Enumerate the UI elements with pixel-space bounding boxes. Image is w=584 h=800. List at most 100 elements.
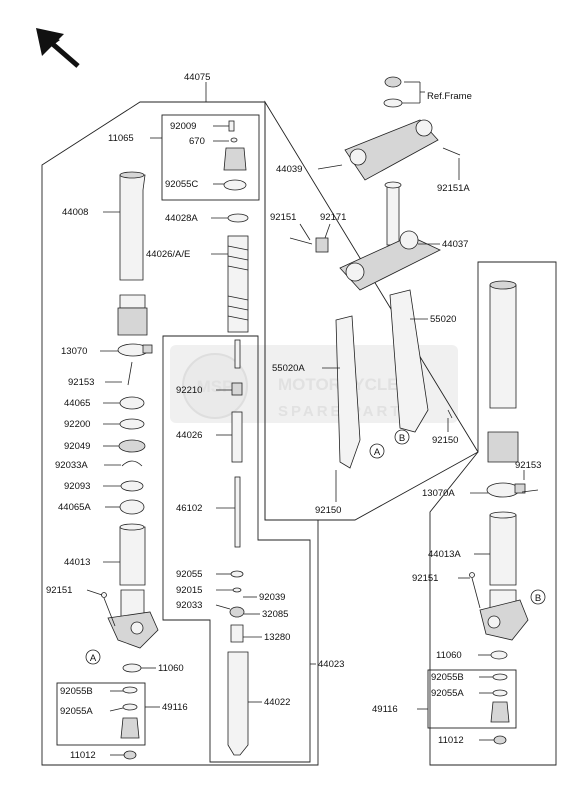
part-label-92009[interactable]: 92009 bbox=[170, 121, 196, 132]
part-label-92015[interactable]: 92015 bbox=[176, 585, 202, 596]
part-label-92055a-right[interactable]: 92055A bbox=[431, 688, 464, 699]
cartridge-kit-box-left bbox=[56, 682, 146, 746]
part-label-11012-right[interactable]: 11012 bbox=[438, 735, 464, 746]
lower-triple-clamp bbox=[339, 230, 441, 291]
part-label-32085[interactable]: 32085 bbox=[262, 609, 288, 620]
cap-group-box bbox=[161, 114, 260, 201]
guide-bush-lower bbox=[119, 499, 145, 515]
drain-bolt-left bbox=[123, 750, 137, 760]
washer-92200 bbox=[119, 418, 145, 430]
part-label-55020[interactable]: 55020 bbox=[430, 314, 456, 325]
part-label-44023[interactable]: 44023 bbox=[318, 659, 344, 670]
part-label-92055a-left[interactable]: 92055A bbox=[60, 706, 93, 717]
part-label-11012-left[interactable]: 11012 bbox=[70, 750, 96, 761]
outer-tube-left bbox=[117, 171, 148, 336]
part-label-55020a[interactable]: 55020A bbox=[272, 363, 305, 374]
callout-b-mid: B bbox=[394, 429, 410, 445]
callout-a-left: A bbox=[85, 649, 101, 665]
part-label-44039[interactable]: 44039 bbox=[276, 164, 302, 175]
fork-spring bbox=[227, 235, 249, 333]
fork-guard-55020a bbox=[335, 315, 361, 469]
part-label-92150-bottom[interactable]: 92150 bbox=[315, 505, 341, 516]
svg-text:A: A bbox=[374, 447, 381, 458]
part-label-44013[interactable]: 44013 bbox=[64, 557, 90, 568]
part-label-49116-left[interactable]: 49116 bbox=[162, 702, 188, 713]
damper-group-outline bbox=[162, 335, 311, 763]
base-valve-left bbox=[120, 717, 140, 739]
axle-holder-right bbox=[479, 599, 529, 641]
part-label-92171[interactable]: 92171 bbox=[320, 212, 346, 223]
part-label-44065[interactable]: 44065 bbox=[64, 398, 90, 409]
part-label-11060-left[interactable]: 11060 bbox=[158, 663, 184, 674]
part-label-49116-right[interactable]: 49116 bbox=[372, 704, 398, 715]
o-ring-11060-left bbox=[122, 663, 142, 673]
steering-stem bbox=[384, 181, 402, 246]
dust-seal-92093 bbox=[120, 480, 144, 492]
cartridge-kit-box-right bbox=[427, 669, 517, 729]
part-label-92151-right[interactable]: 92151 bbox=[412, 573, 438, 584]
part-label-44065a[interactable]: 44065A bbox=[58, 502, 91, 513]
part-label-44075[interactable]: 44075 bbox=[184, 72, 210, 83]
svg-text:A: A bbox=[90, 653, 97, 664]
part-label-92210[interactable]: 92210 bbox=[176, 385, 202, 396]
watermark-logo: MSP bbox=[197, 377, 234, 396]
spring-seat-44028a bbox=[227, 213, 249, 223]
fork-guard-55020 bbox=[389, 289, 429, 433]
part-label-46102[interactable]: 46102 bbox=[176, 503, 202, 514]
direction-arrow-icon bbox=[36, 28, 80, 68]
snap-ring-92033a bbox=[121, 460, 143, 467]
part-label-11065[interactable]: 11065 bbox=[108, 133, 134, 144]
part-label-92151a[interactable]: 92151A bbox=[437, 183, 470, 194]
part-label-92055b-left[interactable]: 92055B bbox=[60, 686, 93, 697]
part-label-11060-right[interactable]: 11060 bbox=[436, 650, 462, 661]
outer-tube-right bbox=[487, 280, 519, 463]
oil-seal-92049 bbox=[118, 439, 146, 453]
part-label-44026-a-e[interactable]: 44026/A/E bbox=[146, 249, 190, 260]
callout-a-mid: A bbox=[369, 443, 385, 459]
part-label-92200[interactable]: 92200 bbox=[64, 419, 90, 430]
damper-rod bbox=[234, 476, 241, 548]
part-label-92033[interactable]: 92033 bbox=[176, 600, 202, 611]
part-label-92049[interactable]: 92049 bbox=[64, 441, 90, 452]
part-label-92055[interactable]: 92055 bbox=[176, 569, 202, 580]
upper-triple-clamp bbox=[344, 76, 439, 181]
part-label-670[interactable]: 670 bbox=[189, 136, 205, 147]
part-label-92055c[interactable]: 92055C bbox=[165, 179, 198, 190]
part-label-44013a[interactable]: 44013A bbox=[428, 549, 461, 560]
part-label-92039[interactable]: 92039 bbox=[259, 592, 285, 603]
part-label-92153-left[interactable]: 92153 bbox=[68, 377, 94, 388]
piston-13280 bbox=[230, 624, 244, 643]
part-label-92151-top[interactable]: 92151 bbox=[270, 212, 296, 223]
watermark: MSP MOTORCYCLE SPARE PARTS bbox=[170, 345, 458, 423]
cylinder-44022 bbox=[227, 651, 249, 756]
part-label-13070[interactable]: 13070 bbox=[61, 346, 87, 357]
part-label-92153-right[interactable]: 92153 bbox=[515, 460, 541, 471]
part-label-ref-frame[interactable]: Ref.Frame bbox=[427, 91, 472, 102]
fork-guard-clamp-left bbox=[117, 343, 153, 357]
part-label-13280[interactable]: 13280 bbox=[264, 632, 290, 643]
collar-44026 bbox=[231, 411, 243, 463]
nut-92210 bbox=[231, 382, 243, 396]
part-label-92055b-right[interactable]: 92055B bbox=[431, 672, 464, 683]
bracket-92171 bbox=[315, 237, 329, 253]
part-label-92093[interactable]: 92093 bbox=[64, 481, 90, 492]
fork-guard-clamp-right bbox=[486, 482, 526, 498]
rod-top bbox=[234, 339, 241, 369]
part-label-44022[interactable]: 44022 bbox=[264, 697, 290, 708]
part-label-44028a[interactable]: 44028A bbox=[165, 213, 198, 224]
guide-bush-upper bbox=[119, 396, 145, 410]
axle-holder-left bbox=[107, 611, 159, 649]
part-label-44008[interactable]: 44008 bbox=[62, 207, 88, 218]
callout-b-right: B bbox=[530, 589, 546, 605]
svg-text:B: B bbox=[535, 593, 541, 604]
part-label-44026[interactable]: 44026 bbox=[176, 430, 202, 441]
fork-cap-bolt bbox=[223, 147, 247, 171]
svg-text:B: B bbox=[399, 433, 405, 444]
part-label-92033a[interactable]: 92033A bbox=[55, 460, 88, 471]
part-label-92150-right[interactable]: 92150 bbox=[432, 435, 458, 446]
part-label-44037[interactable]: 44037 bbox=[442, 239, 468, 250]
part-label-92151-left[interactable]: 92151 bbox=[46, 585, 72, 596]
part-label-13070a[interactable]: 13070A bbox=[422, 488, 455, 499]
